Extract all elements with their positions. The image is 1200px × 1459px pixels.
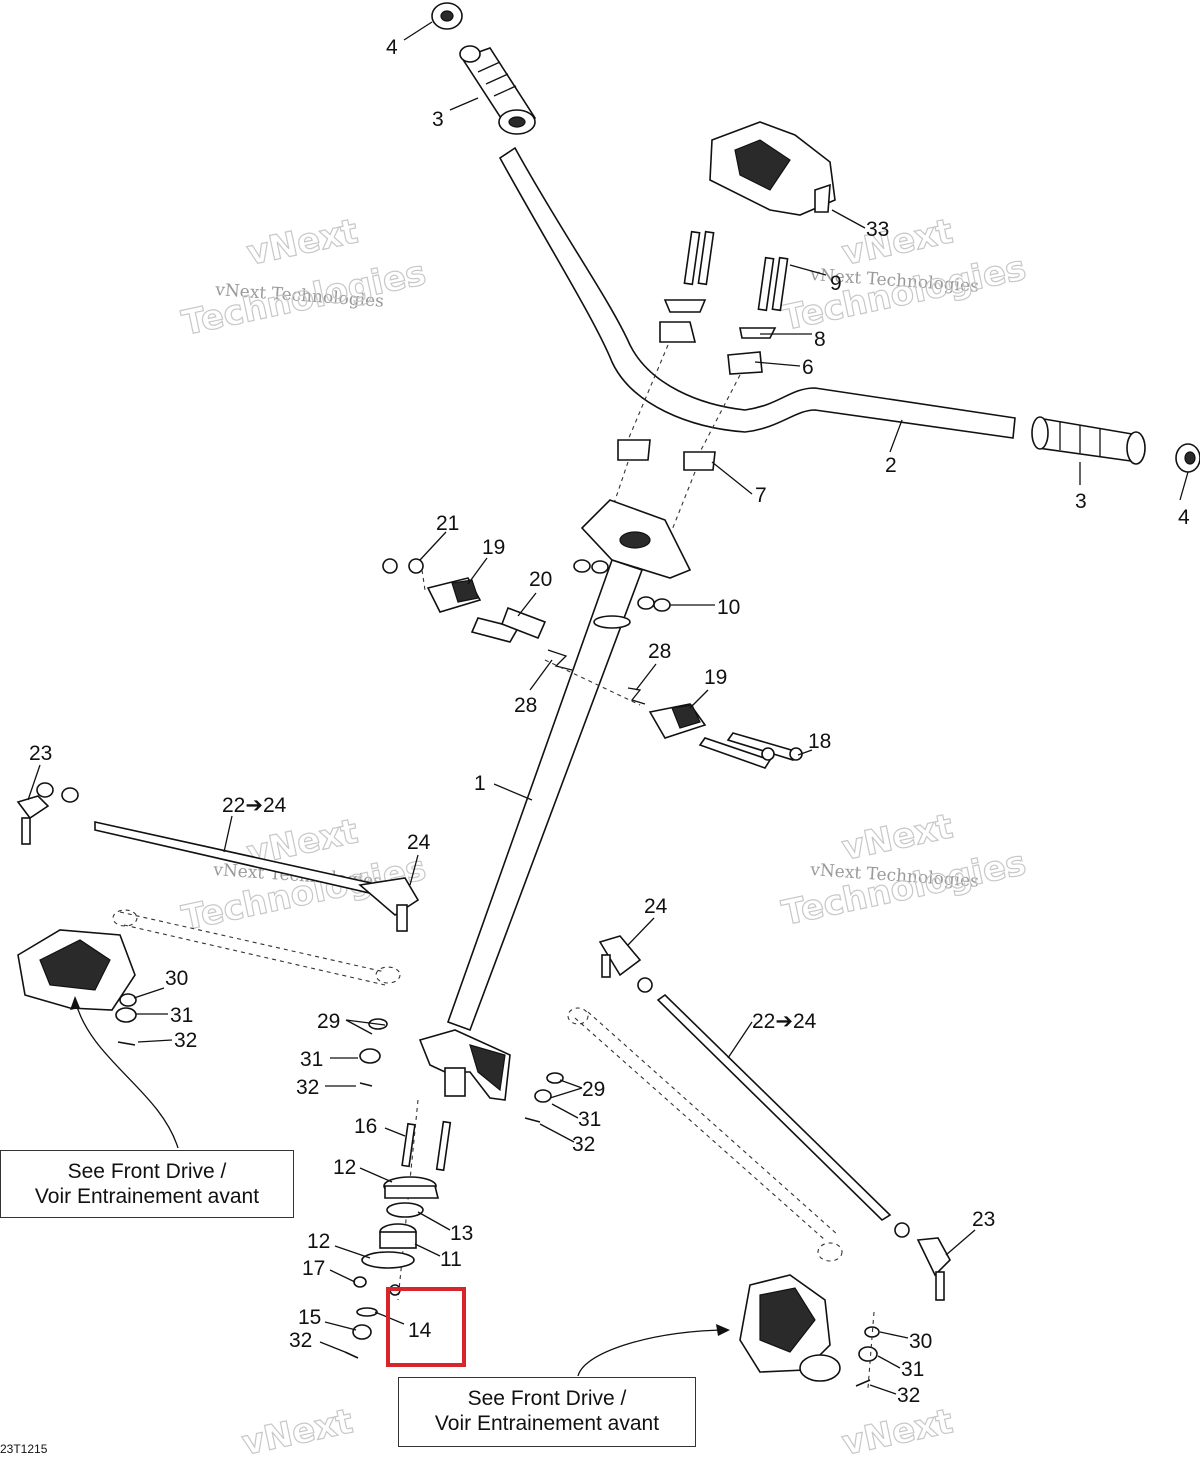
callout-3: 3 (1075, 490, 1087, 513)
bearing-bolts (397, 1099, 452, 1301)
callout-32: 32 (572, 1133, 595, 1156)
callout-16: 16 (354, 1115, 377, 1138)
callout-23: 23 (29, 742, 52, 765)
handlebar-pad-part (709, 121, 836, 216)
callout-32: 32 (289, 1329, 312, 1352)
part-14-highlight[interactable] (386, 1287, 466, 1367)
callout-1: 1 (474, 772, 486, 795)
callout-11: 11 (440, 1248, 462, 1271)
callout-12: 12 (307, 1230, 330, 1253)
watermark-text: Technologies (779, 843, 1030, 934)
callout-17: 17 (302, 1257, 325, 1280)
callout-28: 28 (648, 640, 671, 663)
callout-31: 31 (170, 1004, 193, 1027)
callout-29: 29 (317, 1010, 340, 1033)
watermark-text: vNext (839, 211, 957, 273)
watermark-text: Technologies (779, 248, 1030, 339)
leader-lines (27, 21, 1189, 1395)
callout-23: 23 (972, 1208, 995, 1231)
watermark-text: vNext (244, 211, 362, 273)
left-grip-part (459, 45, 537, 135)
callout-22-24: 22➔24 (752, 1010, 817, 1033)
steering-column-part (446, 499, 692, 1032)
diagram-code: 23T1215 (0, 1442, 48, 1456)
watermark-text: vNext (839, 806, 957, 868)
callout-31: 31 (300, 1048, 323, 1071)
callout-19: 19 (704, 666, 727, 689)
callout-32: 32 (296, 1076, 319, 1099)
callout-22-24: 22➔24 (222, 794, 287, 817)
callout-31: 31 (578, 1108, 601, 1131)
callout-8: 8 (814, 328, 826, 351)
callout-30: 30 (165, 967, 188, 990)
callout-28: 28 (514, 694, 537, 717)
right-grip-part (1031, 416, 1146, 465)
callout-4: 4 (1178, 506, 1190, 529)
handlebar-part (498, 146, 1016, 439)
callout-24: 24 (407, 831, 431, 854)
handlebar-clamps (604, 299, 777, 531)
callout-30: 30 (909, 1330, 932, 1353)
callout-20: 20 (529, 568, 552, 591)
upper-tie-rod-phantom (112, 909, 401, 986)
right-knuckle-part (739, 1274, 880, 1389)
callout-4: 4 (386, 36, 398, 59)
callout-15: 15 (298, 1306, 321, 1329)
callout-24: 24 (644, 895, 668, 918)
lower-support-parts (648, 703, 803, 769)
callout-31: 31 (901, 1358, 924, 1381)
callout-10: 10 (717, 596, 740, 619)
callout-33: 33 (866, 218, 889, 241)
callout-6: 6 (802, 356, 814, 379)
front-drive-note-left: See Front Drive / Voir Entrainement avan… (0, 1150, 294, 1218)
callout-32: 32 (897, 1384, 920, 1407)
callout-7: 7 (755, 484, 767, 507)
note-line: Voir Entrainement avant (434, 1412, 660, 1435)
left-knuckle-part (17, 929, 137, 1046)
watermark-text: Technologies (179, 253, 430, 344)
callout-18: 18 (808, 730, 831, 753)
callout-13: 13 (450, 1222, 473, 1245)
note-line: Voir Entrainement avant (34, 1185, 260, 1208)
note-line: See Front Drive / (467, 1387, 627, 1410)
lower-linkage-parts (524, 1072, 564, 1123)
callout-32: 32 (174, 1029, 197, 1052)
front-drive-note-bottom: See Front Drive / Voir Entrainement avan… (398, 1377, 696, 1447)
callout-2: 2 (885, 454, 897, 477)
callout-9: 9 (830, 272, 842, 295)
lower-tie-rod-phantom (567, 1007, 843, 1262)
callout-12: 12 (333, 1156, 356, 1179)
bearing-stack (344, 1176, 440, 1359)
column-nuts (573, 559, 671, 612)
watermark-text: vNext (239, 1401, 357, 1459)
upper-support-parts (382, 558, 646, 706)
right-end-cap-part (1175, 443, 1200, 473)
callout-14: 14 (408, 1319, 432, 1342)
upper-tie-rod (16, 782, 420, 932)
left-end-cap-part (431, 2, 463, 30)
lower-tie-rod (598, 935, 951, 1301)
callout-19: 19 (482, 536, 505, 559)
handlebar-bolts (683, 230, 789, 312)
steering-arm-part (418, 1029, 511, 1101)
callout-3: 3 (432, 108, 444, 131)
note-line: See Front Drive / (67, 1160, 227, 1183)
watermark-text: vNext (839, 1401, 957, 1459)
callout-29: 29 (582, 1078, 605, 1101)
callout-labels: 4 3 33 9 8 6 2 3 4 7 10 21 19 20 28 28 1… (29, 36, 1190, 1407)
callout-21: 21 (436, 512, 459, 535)
